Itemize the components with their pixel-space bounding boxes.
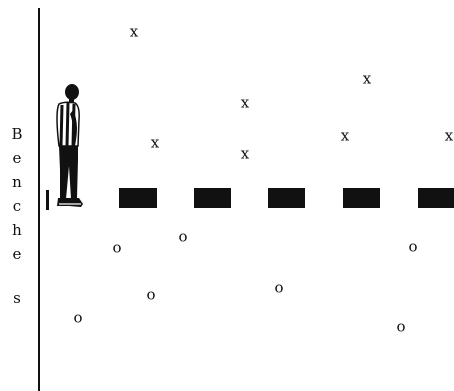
bench-letter: e: [10, 151, 24, 166]
o-player-marker: o: [408, 240, 417, 255]
line-dash: [119, 188, 157, 208]
o-player-marker: o: [73, 311, 82, 326]
line-dash: [268, 188, 305, 208]
o-player-marker: o: [178, 230, 187, 245]
referee-figure-icon: [45, 80, 95, 215]
x-player-marker: x: [363, 72, 371, 87]
sideline-boundary: [38, 8, 40, 391]
bench-letter: n: [10, 175, 24, 190]
x-player-marker: x: [241, 96, 249, 111]
line-dash: [418, 188, 454, 208]
x-player-marker: x: [151, 136, 159, 151]
x-player-marker: x: [341, 129, 349, 144]
x-player-marker: x: [241, 147, 249, 162]
o-player-marker: o: [146, 288, 155, 303]
bench-letter: c: [10, 199, 24, 214]
bench-letter: h: [10, 223, 24, 238]
line-dash: [343, 188, 380, 208]
o-player-marker: o: [112, 241, 121, 256]
bench-letter: s: [10, 291, 24, 306]
x-player-marker: x: [130, 25, 138, 40]
o-player-marker: o: [274, 281, 283, 296]
o-player-marker: o: [396, 320, 405, 335]
line-dash: [194, 188, 231, 208]
bench-letter: e: [10, 247, 24, 262]
x-player-marker: x: [445, 129, 453, 144]
bench-letter: B: [10, 127, 24, 142]
